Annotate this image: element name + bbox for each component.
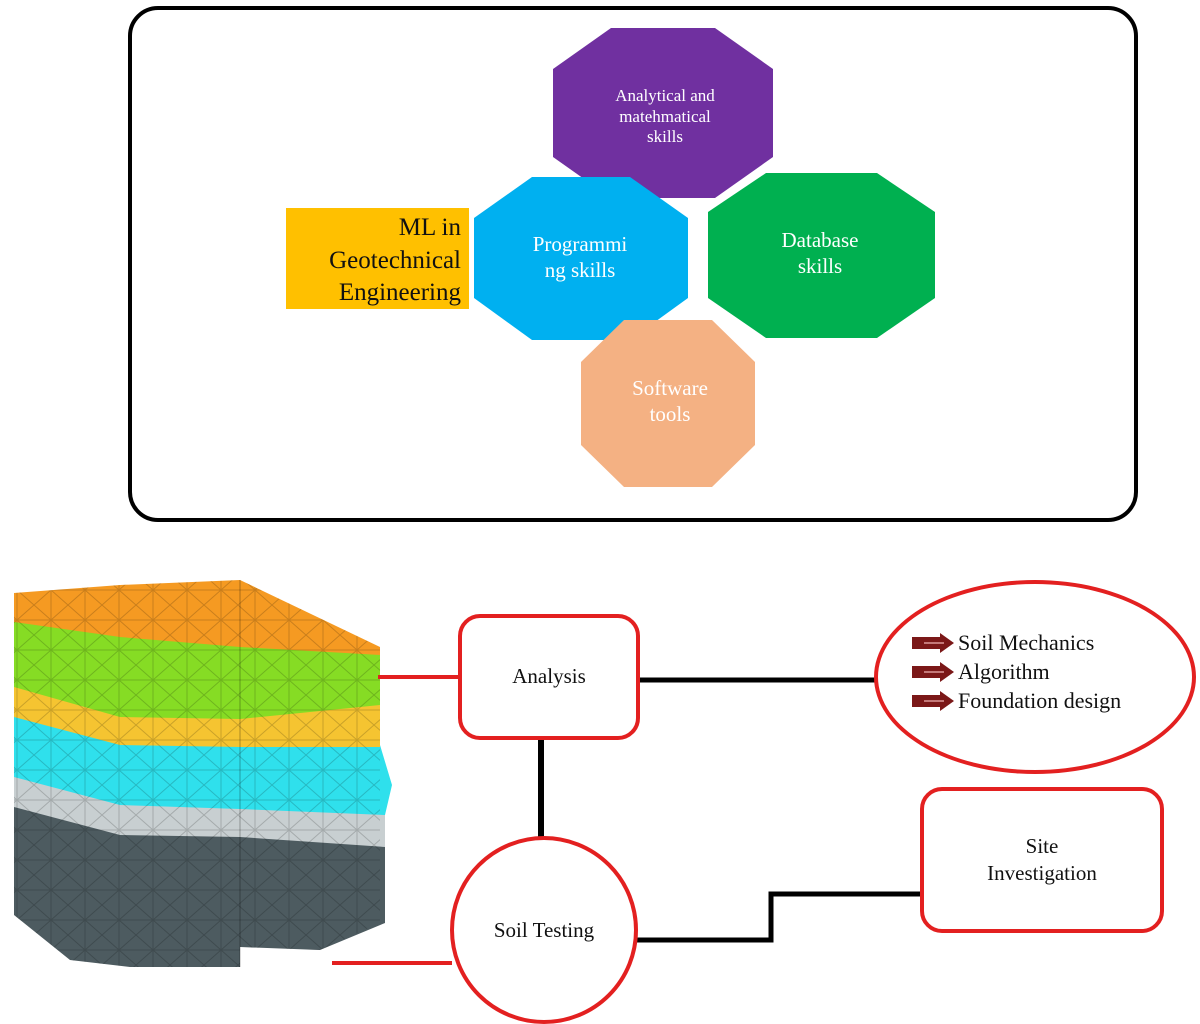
skills-panel [128, 6, 1138, 522]
soil-testing-node: Soil Testing [450, 836, 638, 1024]
topic-algorithm: Algorithm [958, 658, 1050, 684]
software-label: Software tools [632, 376, 708, 426]
hexagon-layer [474, 28, 935, 487]
topics-list: Soil Mechanics Algorithm Foundation desi… [910, 628, 1121, 715]
site-investigation-node: Site Investigation [920, 787, 1164, 933]
arrow-bullet-icon [912, 661, 954, 682]
connector-layer [332, 675, 923, 965]
list-item: Foundation design [910, 686, 1121, 715]
database-hexagon [708, 173, 935, 338]
topic-foundation-design: Foundation design [958, 687, 1122, 713]
analysis-node: Analysis [458, 614, 640, 740]
soil-layers-illustration [14, 580, 392, 967]
programming-hexagon [474, 177, 688, 340]
topic-soil-mechanics: Soil Mechanics [958, 629, 1095, 655]
analytical-label: Analytical and matehmatical skills [615, 85, 715, 147]
arrow-bullet-icon [912, 632, 954, 653]
analytical-hexagon [553, 28, 773, 198]
connector-soil-testing-site [637, 891, 923, 943]
database-label: Database skills [781, 228, 859, 278]
programming-label: Programmi ng skills [532, 232, 628, 282]
ml-label-box: ML in Geotechnical Engineering [286, 208, 469, 309]
ml-label: ML in Geotechnical Engineering [329, 214, 461, 306]
list-item: Algorithm [910, 657, 1121, 686]
list-item: Soil Mechanics [910, 628, 1121, 657]
arrow-bullet-icon [912, 690, 954, 711]
software-hexagon [581, 320, 755, 487]
